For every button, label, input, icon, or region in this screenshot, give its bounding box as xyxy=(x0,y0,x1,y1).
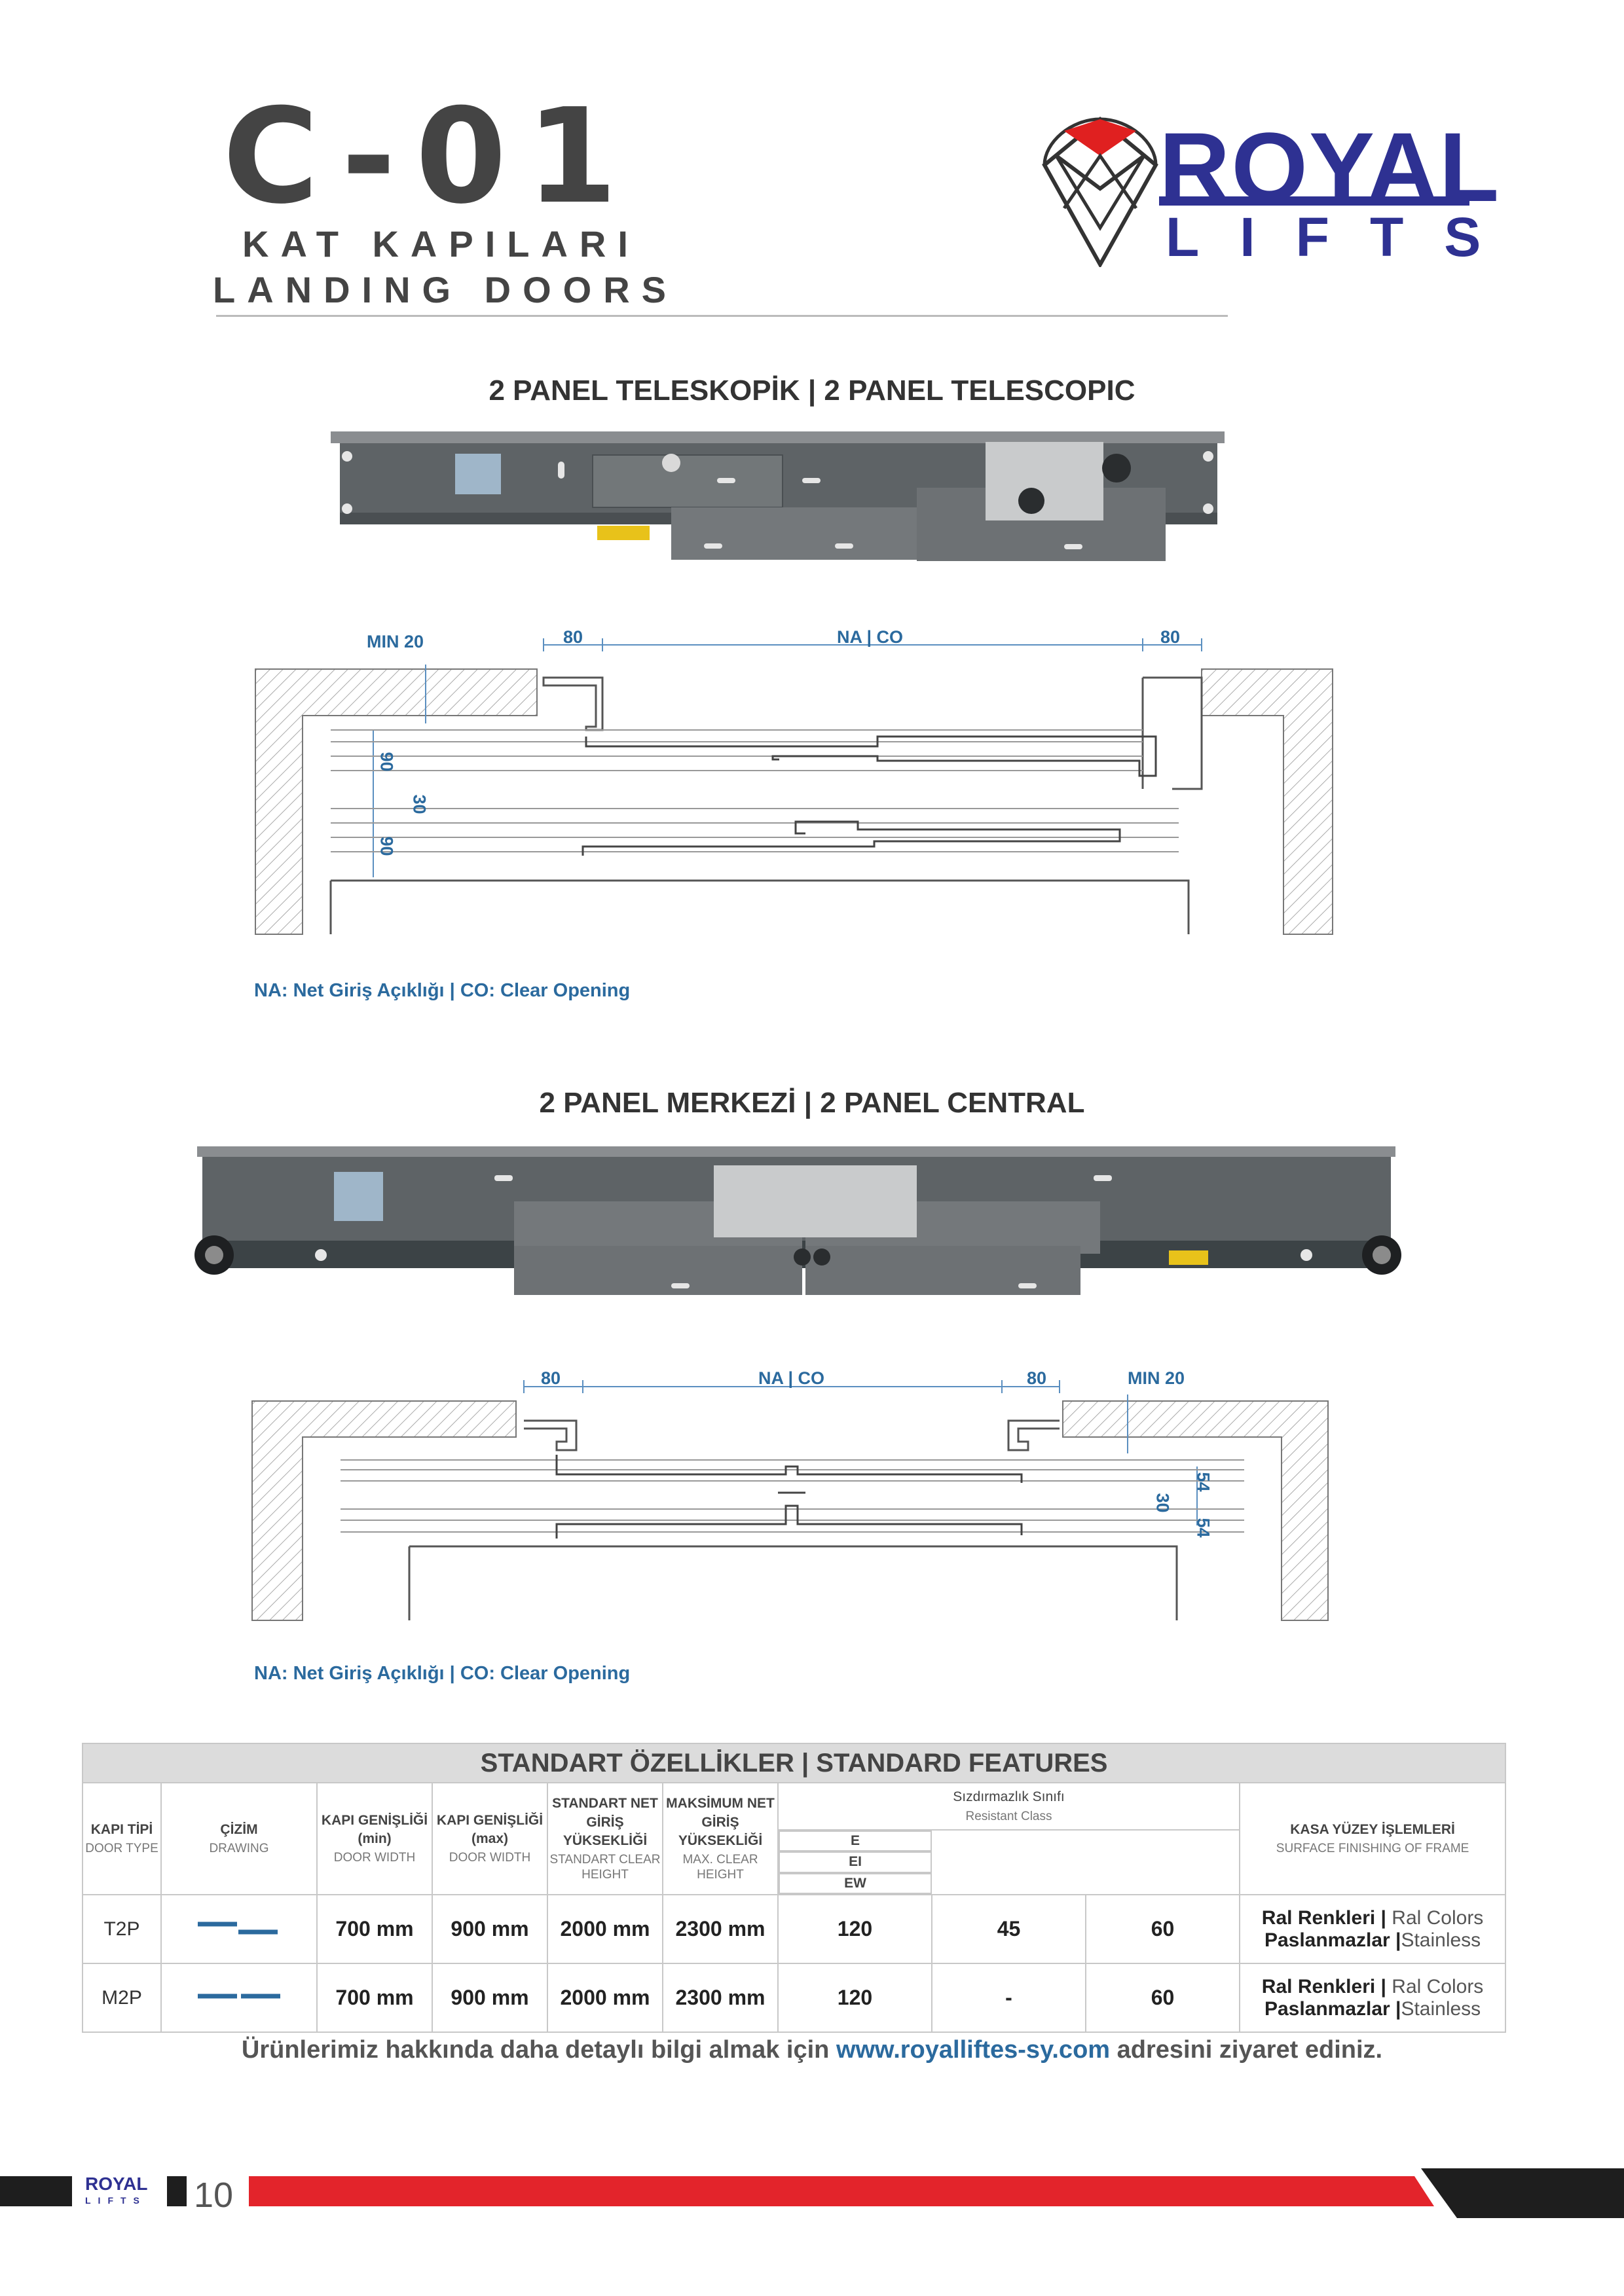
row-door-type: T2P xyxy=(82,1894,162,1965)
row-width-max: 900 mm xyxy=(432,1894,548,1965)
footer-website-link[interactable]: www.royalliftes-sy.com xyxy=(836,2036,1111,2064)
dim-na-co-central: NA | CO xyxy=(758,1368,825,1388)
dim-min-20: MIN 20 xyxy=(367,632,424,651)
table-row: M2P 700 mm 900 mm 2000 mm 2300 mm 120 - … xyxy=(82,1963,1507,2033)
standard-features-table: STANDART ÖZELLİKLER | STANDARD FEATURES … xyxy=(81,1743,1507,2033)
header-width-max: KAPI GENİŞLİĞİ (max) DOOR WIDTH xyxy=(432,1781,548,1896)
subtitle-turkish: KAT KAPILARI xyxy=(242,223,640,264)
central-plan-drawing xyxy=(251,1380,1329,1621)
row-ei: 45 xyxy=(931,1894,1086,1965)
footer-text-after: adresini ziyaret ediniz. xyxy=(1110,2036,1383,2064)
row-width-min: 700 mm xyxy=(316,1894,433,1965)
row-max-height: 2300 mm xyxy=(662,1894,779,1965)
header-surface-finishing: KASA YÜZEY İŞLEMLERİ SURFACE FINISHING O… xyxy=(1238,1781,1507,1896)
subtitle-english: LANDING DOORS xyxy=(213,269,678,310)
table-title: STANDART ÖZELLİKLER | STANDARD FEATURES xyxy=(81,1743,1507,1783)
dim-80-left-central: 80 xyxy=(541,1368,561,1388)
row-e: 120 xyxy=(777,1894,932,1965)
drawing-central-icon xyxy=(160,1963,318,2033)
dim-80-right-central: 80 xyxy=(1027,1368,1047,1388)
dim-30: 30 xyxy=(409,794,430,814)
footer-band xyxy=(0,2168,1624,2218)
header-divider xyxy=(216,315,1228,317)
header-resistant-class: Sızdırmazlık Sınıfı Resistant Class xyxy=(777,1782,1240,1831)
dim-54-lower: 54 xyxy=(1193,1518,1213,1538)
drawing-telescopic-icon xyxy=(160,1894,318,1965)
header-width-min: KAPI GENİŞLİĞİ (min) DOOR WIDTH xyxy=(316,1781,433,1896)
header-standard-height: STANDART NET GİRİŞ YÜKSEKLİĞİ STANDART C… xyxy=(547,1781,663,1896)
row-width-max: 900 mm xyxy=(432,1963,548,2033)
dim-90-upper: 90 xyxy=(377,752,397,772)
row-ei: - xyxy=(931,1963,1086,2033)
row-e: 120 xyxy=(777,1963,932,2033)
central-note: NA: Net Giriş Açıklığı | CO: Clear Openi… xyxy=(254,1663,631,1684)
logo-word-lifts: LIFTS xyxy=(1166,206,1522,268)
row-finish: Ral Renkleri | Ral Colors Paslanmazlar |… xyxy=(1238,1963,1507,2033)
row-height: 2000 mm xyxy=(547,1894,663,1965)
dim-80-left: 80 xyxy=(563,627,583,647)
header-drawing: ÇİZİM DRAWING xyxy=(160,1781,318,1896)
dim-min-20-central: MIN 20 xyxy=(1128,1368,1185,1388)
telescopic-note: NA: Net Giriş Açıklığı | CO: Clear Openi… xyxy=(254,980,631,1001)
table-row: T2P 700 mm 900 mm 2000 mm 2300 mm 120 45… xyxy=(82,1894,1507,1965)
header-max-height: MAKSİMUM NET GİRİŞ YÜKSEKLİĞİ MAX. CLEAR… xyxy=(662,1781,779,1896)
header-e: E xyxy=(779,1831,932,1852)
dim-80-right: 80 xyxy=(1160,627,1181,647)
row-door-type: M2P xyxy=(82,1963,162,2033)
header-ew: EW xyxy=(779,1872,932,1895)
model-code: C-01 xyxy=(223,81,637,233)
row-width-min: 700 mm xyxy=(316,1963,433,2033)
row-height: 2000 mm xyxy=(547,1963,663,2033)
footer-logo-word-1: ROYAL xyxy=(85,2174,148,2194)
dim-na-co: NA | CO xyxy=(837,627,904,647)
footer-info: Ürünlerimiz hakkında daha detaylı bilgi … xyxy=(0,2036,1624,2064)
row-max-height: 2300 mm xyxy=(662,1963,779,2033)
page-number: 10 xyxy=(194,2176,234,2215)
logo-underline xyxy=(1159,196,1469,206)
header-door-type: KAPI TİPİ DOOR TYPE xyxy=(82,1781,162,1896)
telescopic-title: 2 PANEL TELESKOPİK | 2 PANEL TELESCOPIC xyxy=(489,374,1135,407)
telescopic-mechanism-image xyxy=(331,431,1225,561)
row-ew: 60 xyxy=(1085,1894,1240,1965)
dim-30-central: 30 xyxy=(1153,1493,1173,1513)
royal-lifts-logo-icon xyxy=(1042,117,1158,267)
row-finish: Ral Renkleri | Ral Colors Paslanmazlar |… xyxy=(1238,1894,1507,1965)
dim-90-lower: 90 xyxy=(377,836,397,856)
footer-logo-word-2: LIFTS xyxy=(85,2195,147,2206)
central-mechanism-image xyxy=(194,1146,1401,1295)
dim-54-upper: 54 xyxy=(1193,1472,1213,1492)
central-title: 2 PANEL MERKEZİ | 2 PANEL CENTRAL xyxy=(539,1087,1085,1119)
header-ei: EI xyxy=(779,1851,932,1873)
footer-text-before: Ürünlerimiz hakkında daha detaylı bilgi … xyxy=(241,2036,836,2064)
row-ew: 60 xyxy=(1085,1963,1240,2033)
telescopic-plan-drawing xyxy=(255,638,1333,935)
